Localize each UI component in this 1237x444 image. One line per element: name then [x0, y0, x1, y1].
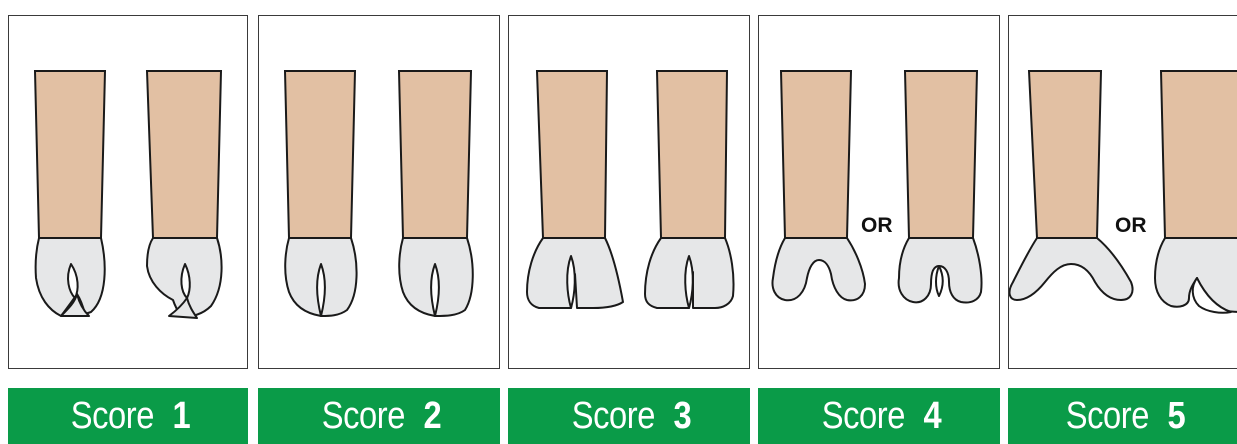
left-leg: [35, 71, 105, 316]
score-5-illustration: OR: [1009, 16, 1237, 369]
score-5-banner: Score 5: [1008, 388, 1237, 444]
or-label: OR: [861, 214, 893, 237]
score-3-illustration: [509, 16, 750, 369]
right-leg: [1155, 71, 1237, 313]
score-2-illustration: [259, 16, 500, 369]
score-label: Score: [572, 395, 655, 438]
score-label: Score: [322, 395, 405, 438]
score-1-illustration: [9, 16, 248, 369]
right-leg: [645, 71, 734, 308]
right-leg: [399, 71, 473, 316]
score-4-illustration: OR: [759, 16, 1000, 369]
left-leg: [527, 71, 623, 308]
score-label: Score: [1066, 395, 1149, 438]
score-3-panel: [508, 15, 750, 369]
right-leg: [899, 71, 982, 303]
score-2-panel: [258, 15, 500, 369]
score-3-banner: Score 3: [508, 388, 750, 444]
score-4-panel: OR: [758, 15, 1000, 369]
right-leg: [147, 71, 222, 318]
score-5-panel: OR: [1008, 15, 1237, 369]
score-1-banner: Score 1: [8, 388, 248, 444]
score-label: Score: [822, 395, 905, 438]
score-label: Score: [71, 395, 154, 438]
left-leg: [773, 71, 866, 300]
score-2-banner: Score 2: [258, 388, 500, 444]
score-4-banner: Score 4: [758, 388, 1000, 444]
score-value: 3: [674, 395, 692, 438]
score-value: 5: [1167, 395, 1185, 438]
left-leg: [1010, 71, 1133, 300]
score-1-panel: [8, 15, 248, 369]
or-label: OR: [1115, 214, 1147, 237]
score-value: 4: [924, 395, 942, 438]
score-value: 1: [173, 395, 191, 438]
score-value: 2: [424, 395, 442, 438]
left-leg: [285, 71, 357, 316]
